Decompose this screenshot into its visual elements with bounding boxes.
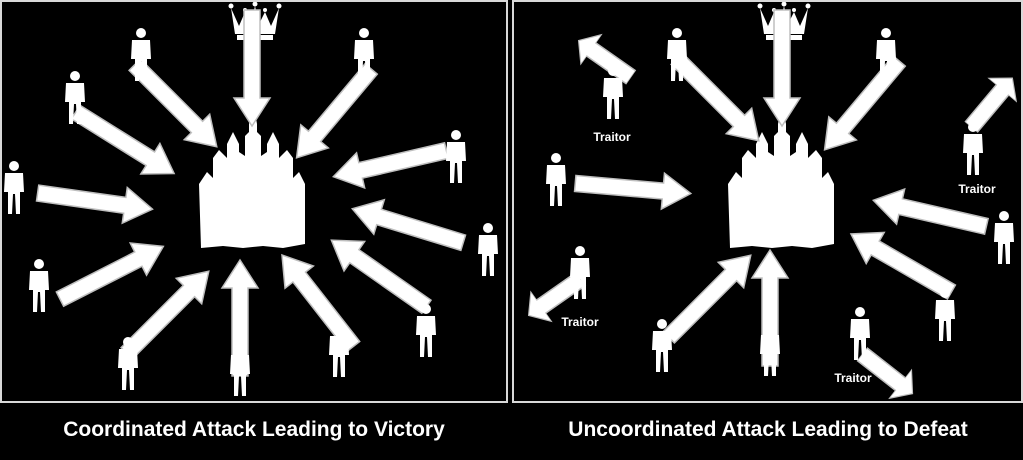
- arrow-icon: [956, 65, 1021, 140]
- arrow-icon: [810, 48, 914, 163]
- traitor-label: Traitor: [593, 130, 631, 144]
- panel-uncoordinated-attack: Traitor Traitor Traitor Traitor: [512, 0, 1023, 403]
- caption-coordinated-attack: Coordinated Attack Leading to Victory: [63, 418, 445, 441]
- traitor-label: Traitor: [561, 315, 599, 329]
- uncoordinated-attack-diagram: Traitor Traitor Traitor Traitor: [517, 2, 1021, 401]
- arrow-icon: [51, 229, 173, 316]
- panel-coordinated-attack: [0, 0, 508, 403]
- arrow-icon: [34, 174, 156, 228]
- coordinated-attack-diagram: [4, 2, 498, 396]
- traitor-label: Traitor: [834, 371, 872, 385]
- arrow-icon: [328, 132, 452, 195]
- arrow-icon: [572, 164, 694, 213]
- soldier-icon: [478, 223, 498, 276]
- traitor-label: Traitor: [958, 182, 996, 196]
- soldier-icon: [546, 153, 566, 206]
- arrow-icon: [655, 241, 765, 351]
- soldier-icon: [4, 161, 24, 214]
- caption-uncoordinated-attack: Uncoordinated Attack Leading to Defeat: [568, 418, 968, 441]
- soldier-icon: [29, 259, 49, 312]
- soldier-icon: [446, 130, 466, 183]
- arrow-icon: [65, 96, 185, 190]
- arrow-icon: [346, 190, 470, 261]
- soldier-icon: [935, 288, 955, 341]
- arrow-icon: [320, 224, 438, 323]
- soldier-icon: [994, 211, 1014, 264]
